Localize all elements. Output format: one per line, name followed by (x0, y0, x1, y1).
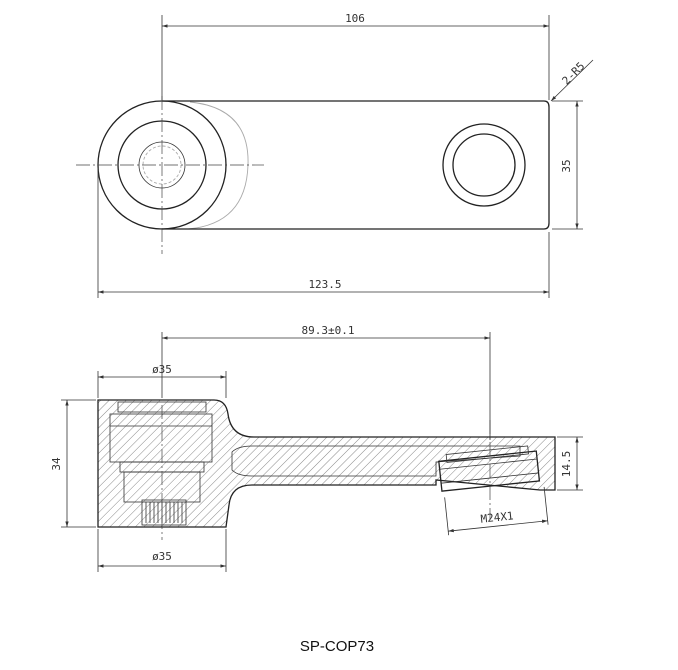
part-number: SP-COP73 (300, 638, 374, 655)
dim-14-5: 14.5 (560, 451, 573, 478)
section-view: 89.3±0.1 ø35 34 ø35 14.5 M24X1 (50, 324, 583, 572)
top-view: 106 2-R5 35 123.5 (76, 12, 594, 298)
dim-bore-top: ø35 (152, 363, 172, 376)
dim-123-5: 123.5 (308, 278, 341, 291)
end-hole-outer (442, 123, 526, 207)
threaded-fitting (438, 445, 541, 492)
dim-34: 34 (50, 457, 63, 471)
dim-35: 35 (560, 159, 573, 172)
arm-outline (162, 100, 550, 230)
dim-corner-radius: 2-R5 (560, 60, 588, 88)
end-hole-inner (452, 133, 516, 197)
dim-106: 106 (345, 12, 365, 25)
dim-bore-bottom: ø35 (152, 550, 172, 563)
dim-thread: M24X1 (480, 509, 514, 525)
section-body (97, 399, 556, 528)
dim-center-distance: 89.3±0.1 (302, 324, 355, 337)
